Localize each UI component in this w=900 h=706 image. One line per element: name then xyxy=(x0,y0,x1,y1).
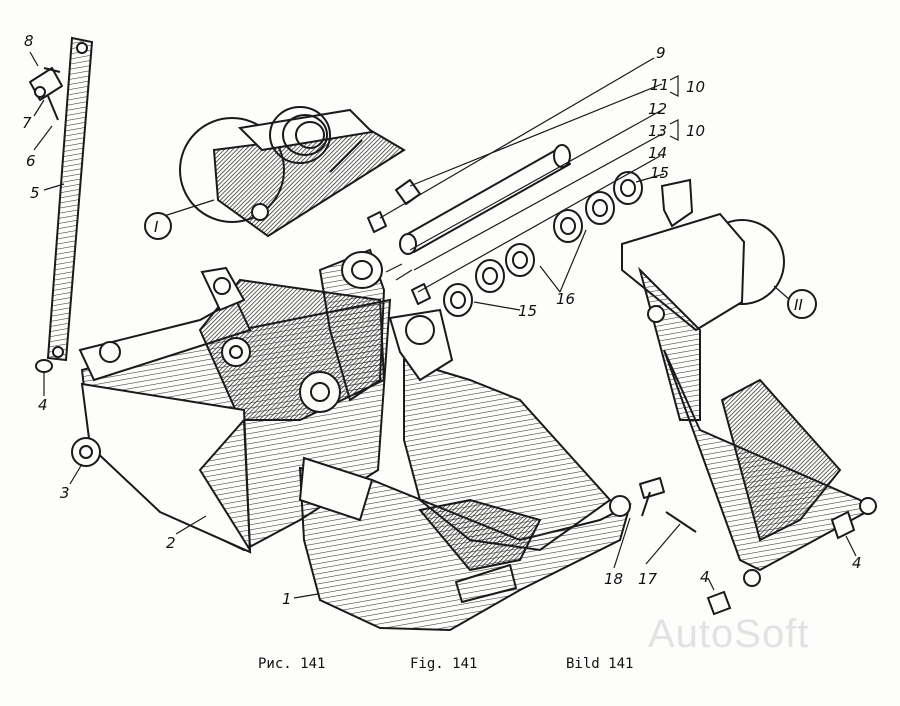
label-7: 7 xyxy=(22,114,32,132)
label-4-left: 4 xyxy=(38,396,48,414)
label-6: 6 xyxy=(26,152,36,170)
bucket-part-1 xyxy=(298,308,632,632)
caption-german: Bild 141 xyxy=(566,656,634,672)
detail-I-label: I xyxy=(154,218,159,236)
washer-part-3 xyxy=(71,437,101,467)
strap-part-5 xyxy=(29,36,94,362)
label-15-left: 15 xyxy=(518,302,537,320)
bearing-bracket xyxy=(318,248,386,402)
label-11: 11 xyxy=(650,76,669,94)
caption-english: Fig. 141 xyxy=(410,656,478,672)
label-17: 17 xyxy=(638,570,658,588)
label-18: 18 xyxy=(604,570,623,588)
label-3: 3 xyxy=(60,484,70,502)
label-12: 12 xyxy=(648,100,667,118)
label-2: 2 xyxy=(166,534,176,552)
part-labels: 8 7 6 5 4 3 2 1 9 11 10 12 13 10 14 15 1… xyxy=(22,32,862,608)
label-10-upper: 10 xyxy=(686,78,705,96)
detail-I-pulley-block xyxy=(179,106,406,238)
watermark: AutoSoft xyxy=(648,612,810,656)
label-4-right: 4 xyxy=(852,554,862,572)
label-1: 1 xyxy=(282,590,292,608)
bushings-15-16 xyxy=(443,171,643,317)
shaft-assembly xyxy=(367,144,571,305)
label-14: 14 xyxy=(648,144,667,162)
label-13: 13 xyxy=(648,122,667,140)
leader-lines xyxy=(29,51,857,599)
label-4-bottom: 4 xyxy=(700,568,710,586)
detail-II-label: II xyxy=(794,296,803,314)
label-9: 9 xyxy=(656,44,666,62)
lever-frame xyxy=(621,178,877,587)
caption-russian: Рис. 141 xyxy=(258,656,326,672)
label-10-lower: 10 xyxy=(686,122,705,140)
label-5: 5 xyxy=(30,184,40,202)
label-8: 8 xyxy=(24,32,34,50)
detail-I-callout: I xyxy=(144,212,172,240)
detail-II-callout: II xyxy=(787,289,817,319)
label-15-right: 15 xyxy=(650,164,669,182)
label-16: 16 xyxy=(556,290,575,308)
